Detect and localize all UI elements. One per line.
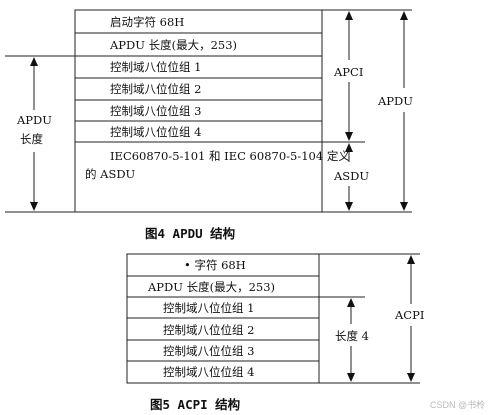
fig4-apdu-length-label-2: 长度 [20,132,43,146]
fig4-row-control-octet-4: 控制域八位位组 4 [110,125,201,139]
figure-4-apdu-structure: 启动字符 68H APDU 长度(最大，253) 控制域八位位组 1 控制域八位… [5,9,413,241]
fig4-row-start-char: 启动字符 68H [110,15,184,29]
fig5-row-control-octet-4: 控制域八位位组 4 [163,365,254,379]
fig5-row-control-octet-1: 控制域八位位组 1 [163,301,254,315]
fig4-apdu-arrow [400,11,408,211]
fig4-asdu-desc-line2: 的 ASDU [85,167,136,181]
fig4-apdu-length-arrow [30,57,38,211]
figure-5-apci-structure: • 字符 68H APDU 长度(最大，253) 控制域八位位组 1 控制域八位… [126,253,424,412]
fig4-row-apdu-length: APDU 长度(最大，253) [109,38,237,52]
fig5-row-control-octet-3: 控制域八位位组 3 [163,344,254,358]
fig4-caption: 图4 APDU 结构 [145,226,235,241]
fig4-row-control-octet-1: 控制域八位位组 1 [110,60,201,74]
fig4-apci-label: APCI [333,65,363,79]
fig5-apci-arrow [407,255,415,382]
fig4-row-control-octet-2: 控制域八位位组 2 [110,82,201,96]
fig5-caption: 图5 ACPI 结构 [150,397,240,412]
fig4-asdu-desc-line1: IEC60870-5-101 和 IEC 60870-5-104 定义 [110,149,350,163]
fig5-row-apdu-length: APDU 长度(最大，253) [147,280,275,294]
fig4-apdu-length-label-1: APDU [16,113,52,127]
fig5-apci-label: ACPI [394,308,424,322]
fig5-length-arrow [347,298,355,382]
fig4-table-frame [74,9,323,213]
fig4-row-control-octet-3: 控制域八位位组 3 [110,104,201,118]
fig4-asdu-label: ASDU [333,169,369,183]
fig4-apci-arrow [345,11,353,141]
fig5-length-label: 长度 4 [335,329,369,343]
fig5-row-start-char: • 字符 68H [184,258,246,272]
fig4-apdu-label: APDU [377,94,413,108]
fig4-asdu-arrow [345,143,353,211]
fig5-row-control-octet-2: 控制域八位位组 2 [163,323,254,337]
watermark: CSDN @书柃 [430,399,485,410]
